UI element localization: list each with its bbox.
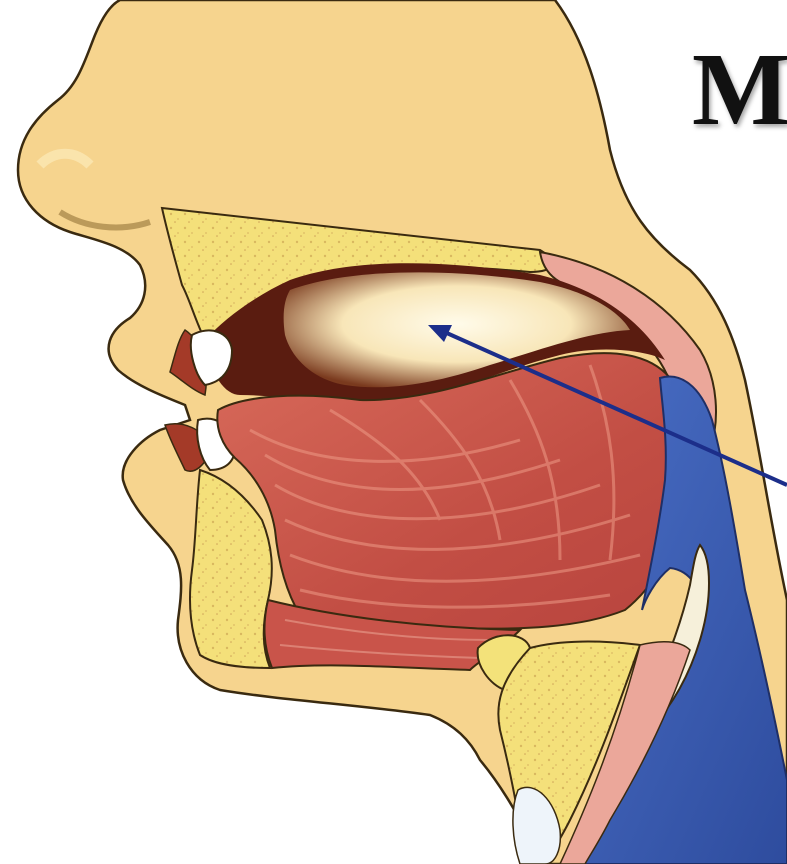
heading-letter: M [692, 38, 787, 142]
